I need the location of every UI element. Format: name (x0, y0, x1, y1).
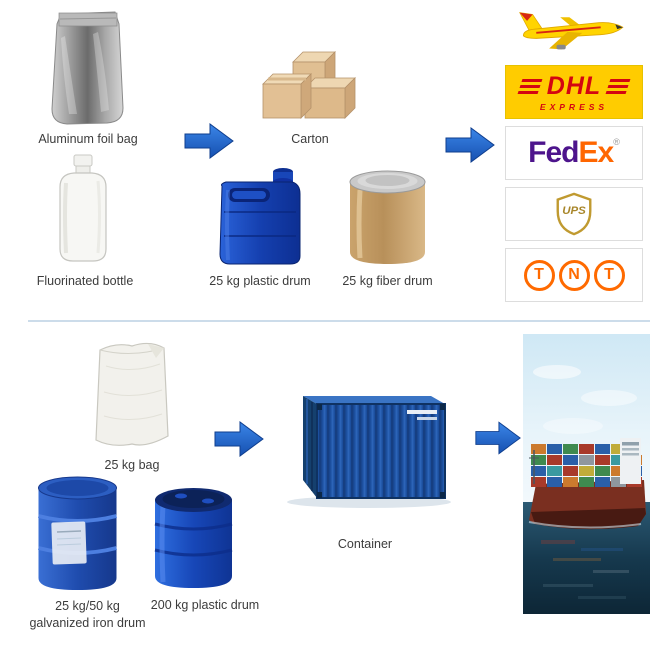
carton-label: Carton (291, 132, 329, 146)
aluminum-foil-bag-icon (51, 11, 124, 125)
dhl-stripes-icon (517, 79, 543, 94)
carton-image (257, 46, 357, 128)
flow-arrow-icon (474, 419, 522, 457)
tnt-letter-circle: N (558, 259, 590, 291)
plastic-barrel-icon (154, 488, 233, 588)
fiber-drum-icon (349, 170, 426, 264)
air-cargo-logo (505, 4, 643, 58)
section-divider (28, 320, 650, 322)
fiber-drum-25kg-image (340, 164, 435, 266)
container-ship-icon (523, 334, 650, 614)
tnt-letter: N (568, 266, 580, 283)
plastic-drum-200kg-image (146, 480, 241, 592)
flow-arrow-icon (183, 121, 235, 161)
galvanized-iron-drum-label-line1: 25 kg/50 kg (55, 599, 120, 613)
fluorinated-bottle-image (30, 153, 135, 265)
plastic-drum-25kg-image (212, 164, 307, 266)
flow-arrow-icon (213, 419, 265, 459)
tnt-letter-circle: T (523, 259, 555, 291)
plastic-drum-25kg-label: 25 kg plastic drum (209, 274, 311, 288)
aluminum-foil-bag-image (35, 6, 140, 128)
fedex-registered-mark: ® (613, 137, 620, 147)
cargo-plane-icon (519, 12, 624, 50)
bag-25kg-label: 25 kg bag (104, 458, 160, 472)
fluorinated-bottle-label: Fluorinated bottle (36, 274, 134, 288)
bag-25kg-image (86, 336, 178, 450)
container-label: Container (337, 537, 393, 551)
shipping-container-icon (287, 396, 451, 508)
iron-drum-icon (38, 476, 117, 590)
tnt-logo: T N T (505, 248, 643, 302)
galvanized-iron-drum-label: 25 kg/50 kg galvanized iron drum (5, 598, 170, 632)
dhl-stripes-icon (605, 79, 631, 94)
tnt-letter-circle: T (593, 259, 625, 291)
plastic-drum-200kg-label: 200 kg plastic drum (150, 598, 260, 612)
shipping-container-image (278, 376, 452, 510)
carton-boxes-icon (262, 51, 356, 119)
dhl-wordmark: DHL (546, 72, 602, 100)
jerry-can-icon (219, 168, 301, 265)
woven-bag-icon (95, 342, 169, 446)
ups-wordmark: UPS (562, 205, 586, 217)
plastic-bottle-icon (59, 154, 107, 262)
galvanized-iron-drum-label-line2: galvanized iron drum (29, 616, 146, 630)
aluminum-foil-bag-label: Aluminum foil bag (38, 132, 138, 146)
flow-arrow-icon (444, 125, 496, 165)
tnt-letter: T (604, 266, 614, 283)
fedex-fed-text: Fed (528, 136, 579, 169)
dhl-express-text: EXPRESS (539, 102, 609, 112)
fiber-drum-25kg-label: 25 kg fiber drum (342, 274, 433, 288)
galvanized-iron-drum-image (30, 474, 125, 594)
tnt-letter: T (534, 266, 544, 283)
dhl-express-logo: DHL EXPRESS (505, 65, 643, 119)
ups-logo: UPS (505, 187, 643, 241)
fedex-ex-text: Ex (578, 136, 615, 169)
container-ship-photo (523, 334, 650, 614)
ups-shield-icon: UPS (556, 192, 592, 236)
